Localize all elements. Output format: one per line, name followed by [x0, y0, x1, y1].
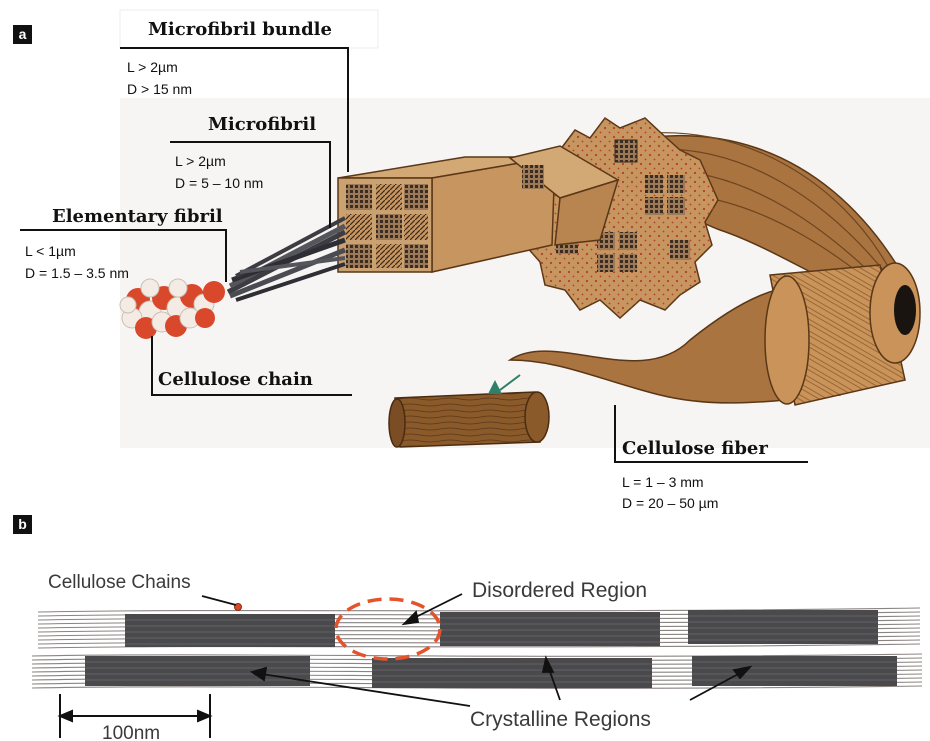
- disordered-region-highlight: [336, 599, 440, 659]
- microfibril-diameter: D = 5 – 10 nm: [175, 175, 263, 191]
- microfibril-bundle-diameter: D > 15 nm: [127, 81, 192, 97]
- crystalline-block: [688, 610, 878, 644]
- fiber-lumen: [894, 285, 916, 335]
- cellulose-fiber-diameter: D = 20 – 50 µm: [622, 495, 718, 511]
- panel-a-badge-letter: a: [19, 26, 27, 42]
- panel-b-badge-letter: b: [18, 516, 27, 532]
- microfibril-length: L > 2µm: [175, 153, 226, 169]
- microfibril-bundle-title: Microfibril bundle: [148, 19, 332, 40]
- crystalline-block: [440, 612, 660, 646]
- cellulose-chain-title: Cellulose chain: [158, 369, 313, 390]
- crystalline-block: [85, 656, 310, 686]
- panel-b: b: [13, 515, 922, 741]
- scale-bar-label: 100nm: [102, 723, 160, 741]
- cellulose-fiber-length: L = 1 – 3 mm: [622, 474, 704, 490]
- cellulose-fiber-title: Cellulose fiber: [622, 438, 768, 459]
- microfibril-title: Microfibril: [208, 114, 316, 135]
- elementary-fibril-title: Elementary fibril: [52, 206, 223, 227]
- crystalline-block: [372, 658, 652, 688]
- elementary-fibril-length: L < 1µm: [25, 243, 76, 259]
- cellulose-chains-label: Cellulose Chains: [48, 572, 191, 593]
- panel-a: a: [13, 10, 930, 511]
- microfibril-bundle-length: L > 2µm: [127, 59, 178, 75]
- elementary-fibril-diameter: D = 1.5 – 3.5 nm: [25, 265, 129, 281]
- crystalline-regions-label: Crystalline Regions: [470, 708, 651, 731]
- crystalline-block: [125, 614, 335, 647]
- disordered-region-label: Disordered Region: [472, 579, 647, 602]
